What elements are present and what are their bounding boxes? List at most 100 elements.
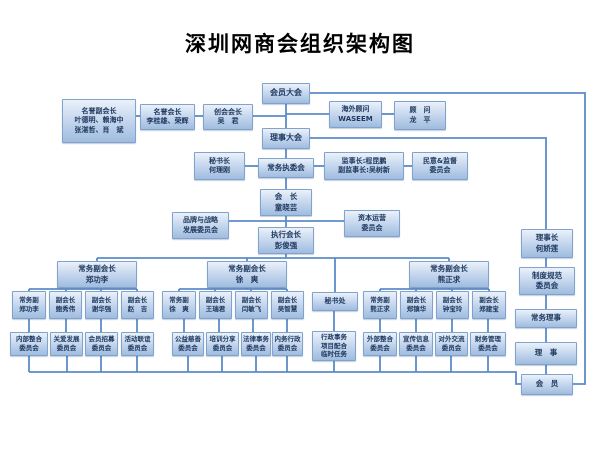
- node-label: 常务副: [169, 296, 189, 305]
- node-label: 副会长: [205, 296, 226, 305]
- org-node-advisor: 顾 问龙 平: [394, 101, 446, 130]
- node-label: 委员会: [127, 344, 148, 352]
- connector: [29, 371, 521, 385]
- org-node-g2b: 副会长王瑞君: [199, 291, 232, 319]
- node-label: 理事长: [535, 233, 559, 243]
- node-label: 熊正求: [437, 274, 461, 284]
- node-label: 对外交流: [438, 335, 465, 344]
- node-label: 培训分享: [209, 335, 236, 344]
- node-label: 会员招募: [88, 335, 115, 344]
- node-label: 副监事长:吴树新: [338, 166, 390, 174]
- org-node-g3c: 副会长钟宝玲: [436, 291, 469, 319]
- org-node-c2: 关爱发展委员会: [50, 332, 83, 356]
- node-label: 名誉副会长: [81, 106, 117, 115]
- node-label: 张湛哲、肖 斌: [74, 125, 124, 134]
- node-label: 理事大会: [270, 133, 302, 143]
- node-label: 内部整合: [16, 335, 42, 344]
- org-node-c3: 会员招募委员会: [85, 332, 118, 356]
- org-node-c1: 内部整合委员会: [10, 332, 48, 356]
- node-label: 副会长: [406, 296, 427, 305]
- node-label: 郑镇华: [406, 305, 427, 313]
- node-label: 常务执委会: [267, 162, 305, 172]
- node-label: 执行会长: [271, 230, 301, 240]
- org-node-council_congress: 理事大会: [262, 128, 310, 149]
- node-label: 常务副: [370, 296, 390, 305]
- org-node-g1c: 副会长谢华强: [85, 291, 118, 319]
- node-label: 龙 平: [409, 115, 431, 124]
- org-node-secretary_general: 秘书长何理刚: [194, 152, 245, 180]
- node-label: 委员会: [406, 344, 426, 352]
- org-node-directors: 理 事: [515, 342, 577, 365]
- node-label: 副会长: [479, 296, 499, 305]
- node-label: 法律事务: [243, 335, 269, 344]
- org-node-g1b: 副会长鲍秀伟: [49, 291, 82, 319]
- node-label: 童晓芸: [274, 202, 298, 212]
- node-label: 公益慈善: [175, 335, 201, 344]
- node-label: 鲍秀伟: [55, 305, 76, 313]
- org-node-c8: 内务行政委员会: [272, 332, 303, 356]
- node-label: 委员会: [19, 344, 39, 352]
- org-node-standing_directors: 常务理事: [515, 309, 577, 328]
- org-node-supervisors: 监事长:程昆鹏副监事长:吴树新: [324, 152, 404, 180]
- org-node-g2a: 常务副徐 爽: [162, 291, 196, 319]
- node-label: 闫敏飞: [241, 305, 262, 313]
- node-label: 内务行政: [274, 335, 301, 344]
- org-node-opinion_supervision: 民意&监督委员会: [412, 152, 468, 180]
- node-label: 副会长: [277, 296, 298, 305]
- node-label: 秘书处: [324, 296, 346, 305]
- node-label: 徐 爽: [169, 305, 189, 313]
- node-label: 会员大会: [270, 88, 302, 98]
- org-node-g3a: 常务副熊正求: [363, 291, 397, 319]
- org-node-honorary_vp: 名誉副会长叶德明、赖海中张湛哲、肖 斌: [62, 99, 136, 143]
- org-node-members: 会 员: [521, 374, 573, 395]
- node-label: 委员会: [178, 344, 198, 352]
- node-label: 副会长: [127, 296, 148, 305]
- org-node-g3d: 副会长郑建宝: [472, 291, 506, 319]
- node-label: 委员会: [91, 344, 112, 352]
- node-label: 关爱发展: [53, 335, 80, 344]
- node-label: 委员会: [370, 344, 390, 352]
- org-node-exec_president: 执行会长彭俊强: [258, 227, 314, 254]
- node-label: 顾 问: [409, 106, 431, 115]
- node-label: 常务副会长: [78, 264, 116, 274]
- org-node-svp3: 常务副会长熊正求: [409, 261, 489, 288]
- org-node-g2c: 副会长闫敏飞: [235, 291, 268, 319]
- org-node-c5: 公益慈善委员会: [172, 332, 204, 356]
- org-node-g1d: 副会长赵 吉: [121, 291, 154, 319]
- node-label: 委员会: [56, 344, 77, 352]
- org-node-c6: 培训分享委员会: [206, 332, 239, 356]
- node-label: 资本运营: [358, 214, 386, 223]
- node-label: WASEEM: [338, 114, 373, 123]
- node-label: 委员会: [441, 344, 462, 352]
- node-label: 委员会: [277, 344, 298, 352]
- node-label: 常务副会长: [430, 264, 468, 274]
- node-label: 常务副: [19, 296, 39, 305]
- org-node-honorary_pres: 名誉会长李桂雄、荣辉: [140, 104, 195, 130]
- org-node-system_norms: 制度规范委员会: [519, 267, 575, 295]
- org-node-capital_ops: 资本运营委员会: [344, 210, 400, 237]
- org-node-c12: 对外交流委员会: [435, 332, 468, 356]
- node-label: 钟宝玲: [442, 305, 463, 313]
- node-label: 行政事务: [321, 332, 347, 341]
- node-label: 会 长: [274, 192, 298, 202]
- node-label: 郑功李: [85, 274, 109, 284]
- node-label: 发展委员会: [183, 225, 218, 234]
- node-label: 财务管理: [475, 335, 501, 344]
- org-node-c4: 活动联谊委员会: [121, 332, 154, 356]
- node-label: 宣传信息: [403, 335, 429, 344]
- node-label: 外部整合: [367, 335, 393, 344]
- org-node-founding_pres: 创会会长吴 君: [203, 104, 253, 130]
- node-label: 创会会长: [214, 107, 242, 116]
- org-node-secretariat: 秘书处: [312, 292, 358, 311]
- org-node-c13: 财务管理委员会: [470, 332, 506, 356]
- node-label: 临时任务: [321, 350, 347, 359]
- node-label: 监事长:程昆鹏: [341, 156, 387, 165]
- org-node-member_congress: 会员大会: [262, 83, 310, 104]
- node-label: 吴智慧: [277, 305, 298, 313]
- node-label: 委员会: [478, 344, 498, 352]
- node-label: 品牌与战略: [183, 216, 218, 225]
- org-node-c7: 法律事务委员会: [241, 332, 271, 356]
- org-node-g1a: 常务副郑功李: [12, 291, 46, 319]
- org-node-svp1: 常务副会长郑功李: [57, 261, 137, 288]
